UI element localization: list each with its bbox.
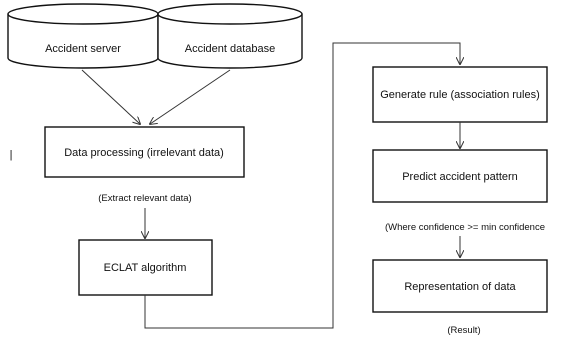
accident-server-database-icon: Accident server [7,3,159,69]
predict-accident-pattern-label: Predict accident pattern [402,171,518,183]
confidence-condition-note: (Where confidence >= min confidence [385,222,545,233]
representation-of-data-box [372,259,548,313]
accident-database-icon: Accident database [157,3,303,69]
result-note: (Result) [447,325,480,336]
predict-accident-pattern-box [372,149,548,203]
representation-of-data-label: Representation of data [404,281,516,293]
data-processing-label: Data processing (irrelevant data) [64,147,224,159]
connector-eclat-to-generate-rule [144,42,460,329]
eclat-algorithm-label: ECLAT algorithm [104,262,187,274]
arrow-database-to-processing [150,69,231,124]
arrow-server-to-processing [81,69,140,124]
generate-rule-box [372,66,548,123]
extract-relevant-data-note: (Extract relevant data) [98,193,191,204]
generate-rule-label: Generate rule (association rules) [380,89,540,101]
eclat-algorithm-box [78,239,213,296]
accident-server-label: Accident server [45,43,121,55]
margin-mark: | [10,149,13,161]
accident-database-label: Accident database [185,43,276,55]
data-processing-box [44,126,245,178]
